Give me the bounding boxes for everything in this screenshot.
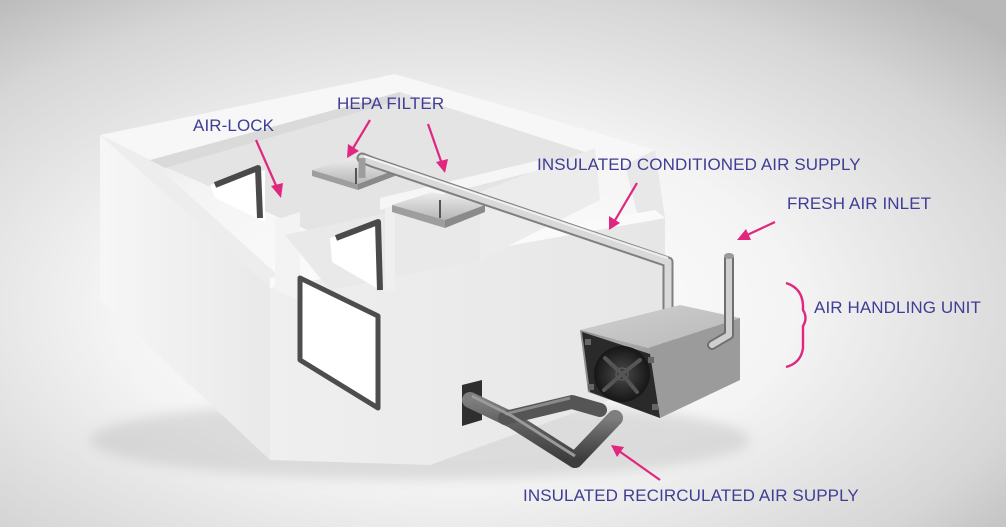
hepa-arrow-left bbox=[347, 119, 371, 158]
hepa-arrow-right bbox=[426, 123, 448, 173]
label-air-handling-unit: AIR HANDLING UNIT bbox=[814, 298, 981, 317]
label-fresh-air-inlet: FRESH AIR INLET bbox=[787, 194, 932, 213]
label-conditioned-air-supply: INSULATED CONDITIONED AIR SUPPLY bbox=[537, 155, 861, 174]
fresh-air-arrow bbox=[737, 221, 776, 240]
conditioned-supply-arrow bbox=[609, 182, 638, 230]
label-air-lock: AIR-LOCK bbox=[193, 116, 275, 135]
hepa-filter-2 bbox=[392, 192, 485, 228]
recirculated-supply-pipe bbox=[462, 392, 623, 468]
air-lock-arrow bbox=[254, 139, 283, 198]
label-hepa-filter: HEPA FILTER bbox=[337, 94, 445, 113]
label-recirculated-air-supply: INSULATED RECIRCULATED AIR SUPPLY bbox=[523, 486, 859, 505]
recirculated-supply-arrow bbox=[611, 445, 661, 481]
conditioned-supply-duct bbox=[356, 152, 674, 351]
fresh-air-inlet bbox=[707, 253, 734, 350]
ahu-brace bbox=[785, 281, 807, 369]
pointer-arrows bbox=[254, 119, 807, 481]
